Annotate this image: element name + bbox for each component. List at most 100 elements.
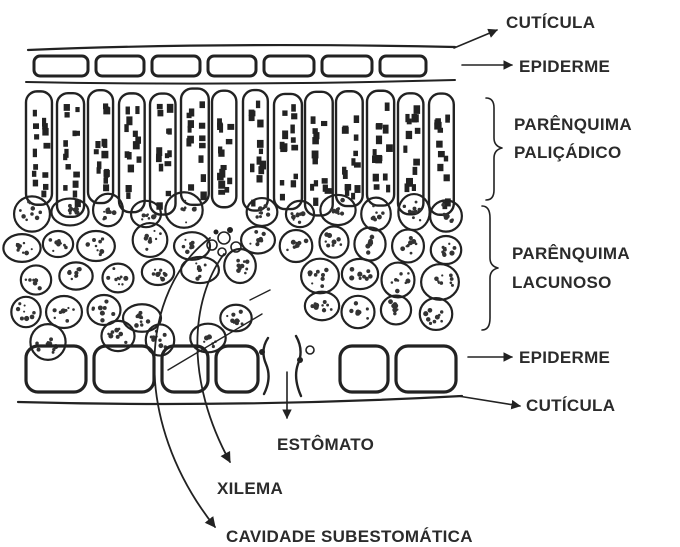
chloroplast [291, 137, 296, 142]
chloroplast [405, 282, 408, 285]
chloroplast [95, 245, 98, 248]
chloroplast [321, 277, 325, 281]
label-estomato: ESTÔMATO [277, 435, 374, 454]
chloroplast [68, 204, 72, 208]
chloroplast [414, 105, 421, 114]
chloroplast [291, 240, 296, 245]
chloroplast [56, 240, 61, 245]
chloroplast [218, 149, 224, 156]
chloroplast [218, 181, 225, 189]
chloroplast [339, 243, 342, 246]
chloroplast [453, 246, 457, 250]
chloroplast [407, 272, 410, 275]
chloroplast [259, 215, 262, 218]
chloroplast [286, 249, 289, 252]
chloroplast [133, 131, 138, 137]
chloroplast [145, 248, 148, 251]
chloroplast [30, 315, 35, 320]
chloroplast [449, 274, 453, 278]
chloroplast [226, 139, 233, 144]
chloroplast [126, 107, 130, 115]
epidermis-cell [396, 346, 456, 392]
chloroplast [103, 177, 108, 183]
chloroplast [159, 164, 163, 172]
chloroplast [32, 171, 36, 177]
chloroplast [291, 104, 296, 111]
chloroplast [134, 323, 139, 328]
label-lacunoso-1: PARÊNQUIMA [512, 244, 630, 263]
chloroplast [74, 207, 79, 212]
chloroplast [448, 243, 450, 245]
chloroplast [166, 191, 171, 196]
chloroplast [441, 251, 444, 254]
chloroplast [103, 306, 107, 310]
chloroplast [351, 193, 355, 200]
chloroplast [75, 107, 79, 112]
spongy-cell [11, 297, 40, 327]
chloroplast [65, 164, 70, 170]
chloroplast [428, 308, 433, 313]
chloroplast [189, 246, 193, 250]
chloroplast [191, 241, 195, 245]
chloroplast [155, 238, 157, 240]
chloroplast [165, 153, 169, 158]
chloroplast [76, 267, 80, 271]
chloroplast [282, 110, 287, 115]
chloroplast [31, 248, 33, 250]
chloroplast [249, 110, 255, 116]
chloroplast [441, 203, 445, 207]
chloroplast [29, 202, 31, 204]
chloroplast [103, 184, 109, 191]
chloroplast [332, 244, 335, 247]
chloroplast [373, 149, 377, 155]
chloroplast [262, 232, 266, 236]
chloroplast [266, 212, 270, 216]
chloroplast [353, 151, 358, 156]
chloroplast [436, 141, 442, 148]
chloroplast [32, 311, 36, 315]
chloroplast [290, 212, 293, 215]
chloroplast [63, 309, 65, 311]
chloroplast [412, 114, 418, 122]
chloroplast [33, 110, 37, 117]
chloroplast [101, 237, 104, 240]
chloroplast [19, 209, 22, 212]
chloroplast [313, 153, 318, 160]
chloroplast [163, 333, 167, 337]
chloroplast [403, 205, 406, 208]
chloroplast [333, 240, 335, 242]
chloroplast [37, 348, 41, 352]
chloroplast [165, 161, 172, 166]
chloroplast [107, 333, 110, 336]
chloroplast [312, 128, 317, 134]
chloroplast [322, 178, 328, 184]
chloroplast [414, 210, 418, 214]
chloroplast [151, 214, 156, 219]
chloroplast [195, 207, 197, 209]
chloroplast [413, 167, 418, 175]
chloroplast [63, 154, 67, 160]
chloroplast [296, 212, 299, 215]
chloroplast [25, 218, 28, 221]
chloroplast [370, 235, 375, 240]
chloroplast [415, 201, 418, 204]
label-palicadico-2: PALIÇÁDICO [514, 143, 622, 162]
chloroplast [118, 328, 121, 331]
chloroplast [281, 143, 287, 151]
chloroplast [412, 184, 416, 191]
chloroplast [330, 308, 333, 311]
chloroplast [203, 341, 205, 343]
chloroplast [157, 104, 163, 109]
chloroplast [49, 238, 53, 242]
chloroplast [413, 159, 420, 166]
chloroplast [236, 259, 240, 263]
chloroplast [42, 172, 48, 178]
chloroplast [406, 131, 412, 139]
chloroplast [350, 267, 355, 272]
chloroplast [314, 180, 318, 186]
chloroplast [308, 273, 312, 277]
chloroplast [199, 123, 205, 129]
chloroplast [313, 198, 318, 206]
chloroplast [43, 184, 48, 190]
chloroplast [20, 316, 24, 320]
